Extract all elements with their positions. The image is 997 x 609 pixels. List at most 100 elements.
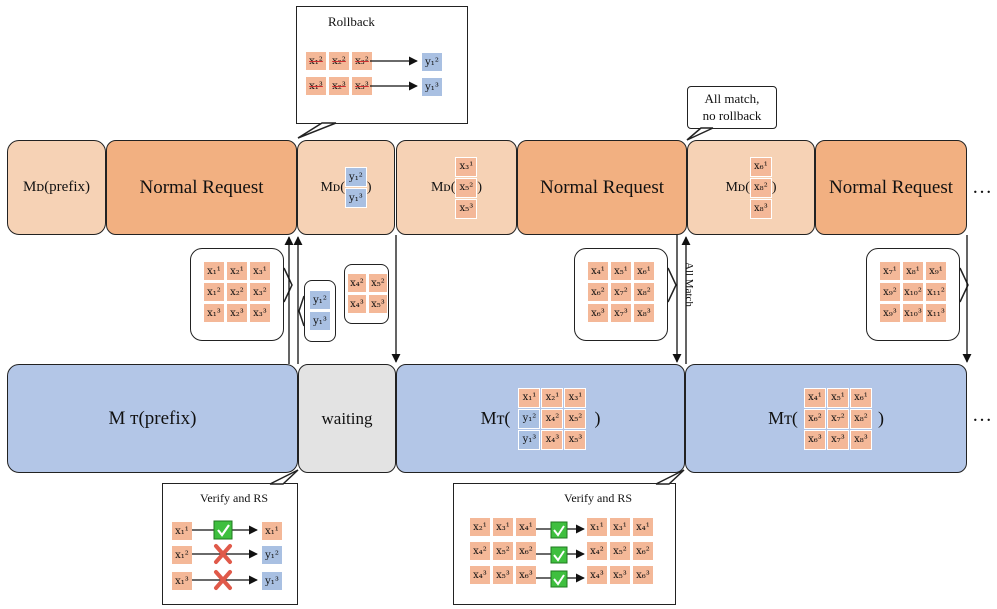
token: x₁³ bbox=[203, 303, 225, 323]
token: x₅¹ bbox=[826, 387, 849, 408]
target-mt-box-2: Mᴛ( x₄¹ x₅¹ x₆¹ x₆² x₇² x₈² x₆³ x₇³ x₈³ … bbox=[685, 364, 967, 473]
token: x₄² bbox=[469, 541, 491, 561]
target-prefix-label: M ᴛ(prefix) bbox=[108, 407, 197, 429]
token: x₅² bbox=[492, 541, 514, 561]
normal-request-box-3: Normal Request bbox=[815, 140, 967, 235]
normal-request-label: Normal Request bbox=[539, 176, 664, 198]
draft-ellipsis: … bbox=[972, 176, 993, 198]
token: y₁² bbox=[344, 167, 367, 187]
verify1-callout-tail bbox=[269, 469, 299, 485]
rollback-row-1: x₁² x₂² x₃² bbox=[305, 51, 373, 71]
token: x₁¹ bbox=[518, 387, 541, 408]
token: x₈² bbox=[849, 408, 872, 429]
token: x₃¹ bbox=[249, 261, 271, 281]
rollback-output-2: y₁³ bbox=[421, 77, 443, 97]
token: x₁₁³ bbox=[925, 303, 947, 323]
token: x₃¹ bbox=[609, 517, 631, 537]
rollback-callout-tail bbox=[297, 122, 337, 139]
draft-md-box-3: Mᴅ( x₆¹ x₈² x₈³ ) bbox=[687, 140, 815, 235]
rollback-row-2: x₁³ x₂³ x₃³ bbox=[305, 76, 373, 96]
bubble2-point bbox=[298, 295, 305, 327]
token: x₅² bbox=[564, 408, 587, 429]
token: y₁² bbox=[518, 408, 541, 429]
token: x₄³ bbox=[469, 565, 491, 585]
md-close: ) bbox=[366, 179, 372, 195]
token: x₄¹ bbox=[587, 261, 609, 281]
verify2-output-grid: x₁¹ x₃¹ x₄¹ x₄² x₅² x₆² x₄³ x₅³ x₆³ bbox=[586, 517, 654, 585]
token: x₁² bbox=[203, 282, 225, 302]
token: x₅² bbox=[455, 177, 478, 198]
draft-prefix-label: Mᴅ(prefix) bbox=[22, 179, 90, 195]
rollback-output-1: y₁² bbox=[421, 52, 443, 72]
token: x₉² bbox=[879, 282, 901, 302]
verify-input: x₁³ bbox=[171, 571, 193, 591]
token: x₈² bbox=[633, 282, 655, 302]
token: x₁₀² bbox=[902, 282, 924, 302]
token: x₄² bbox=[586, 541, 608, 561]
all-match-line2: no rollback bbox=[702, 108, 762, 123]
normal-request-label: Normal Request bbox=[139, 176, 264, 198]
token: x₅² bbox=[609, 541, 631, 561]
md1-token-stack: y₁² y₁³ bbox=[344, 167, 367, 208]
target-prefix-box: M ᴛ(prefix) bbox=[7, 364, 298, 473]
token: x₅³ bbox=[492, 565, 514, 585]
draft-prefix-box: Mᴅ(prefix) bbox=[7, 140, 106, 235]
all-match-line1: All match, bbox=[704, 91, 760, 106]
token: x₃¹ bbox=[564, 387, 587, 408]
target-mt-box-1: Mᴛ( x₁¹ x₂¹ x₃¹ y₁² x₄² x₅² y₁³ x₄³ x₅³ … bbox=[396, 364, 685, 473]
verify2-input-grid: x₂¹ x₃¹ x₄¹ x₄² x₅² x₆² x₄³ x₅³ x₆³ bbox=[469, 517, 537, 585]
mt1-token-grid: x₁¹ x₂¹ x₃¹ y₁² x₄² x₅² y₁³ x₄³ x₅³ bbox=[518, 387, 587, 450]
token-bubble-3: x₄² x₅² x₄³ x₅³ bbox=[344, 264, 389, 324]
token: x₂¹ bbox=[226, 261, 248, 281]
token: x₄³ bbox=[347, 294, 367, 314]
token: x₆³ bbox=[632, 565, 654, 585]
verify-input: x₁² bbox=[171, 545, 193, 565]
token: x₁₁² bbox=[925, 282, 947, 302]
struck-token: x₂³ bbox=[328, 76, 350, 96]
rollback-title: Rollback bbox=[328, 14, 375, 29]
md-prefix-label: Mᴅ( bbox=[430, 179, 456, 195]
verify-output: y₁³ bbox=[261, 571, 283, 591]
token: x₆³ bbox=[803, 429, 826, 450]
mt2-token-grid: x₄¹ x₅¹ x₆¹ x₆² x₇² x₈² x₆³ x₇³ x₈³ bbox=[803, 387, 872, 450]
md-prefix-label: Mᴅ( bbox=[320, 179, 345, 195]
token: x₅³ bbox=[455, 198, 478, 219]
token: y₁² bbox=[309, 290, 331, 310]
token: x₆² bbox=[632, 541, 654, 561]
bubble4-grid: x₄¹ x₅¹ x₆¹ x₆² x₇² x₈² x₆³ x₇³ x₈³ bbox=[587, 261, 655, 323]
token: x₈³ bbox=[849, 429, 872, 450]
token: x₈¹ bbox=[902, 261, 924, 281]
draft-md-box-1: Mᴅ( y₁² y₁³ ) bbox=[297, 140, 395, 235]
struck-token: x₃² bbox=[351, 51, 373, 71]
token: x₄¹ bbox=[515, 517, 537, 537]
token: x₆¹ bbox=[633, 261, 655, 281]
token: x₅¹ bbox=[610, 261, 632, 281]
token: x₇¹ bbox=[879, 261, 901, 281]
verify-input: x₁¹ bbox=[171, 521, 193, 541]
token: x₅³ bbox=[368, 294, 388, 314]
check-icon bbox=[550, 521, 568, 539]
mt-close: ) bbox=[877, 408, 884, 428]
verify-output: y₁² bbox=[261, 545, 283, 565]
all-match-callout: All match, no rollback bbox=[687, 86, 777, 129]
token: x₉¹ bbox=[925, 261, 947, 281]
cross-icon bbox=[214, 544, 232, 564]
token: y₁³ bbox=[344, 188, 367, 208]
token: x₂³ bbox=[226, 303, 248, 323]
token: x₇³ bbox=[610, 303, 632, 323]
token: x₆² bbox=[587, 282, 609, 302]
token: x₆¹ bbox=[749, 156, 772, 177]
bubble1-grid: x₁¹ x₂¹ x₃¹ x₁² x₂² x₃² x₁³ x₂³ x₃³ bbox=[203, 261, 271, 323]
bubble5-grid: x₇¹ x₈¹ x₉¹ x₉² x₁₀² x₁₁² x₉³ x₁₀³ x₁₁³ bbox=[879, 261, 947, 323]
token: x₁₀³ bbox=[902, 303, 924, 323]
token: x₂¹ bbox=[541, 387, 564, 408]
token: x₂² bbox=[226, 282, 248, 302]
verify-callout-1: Verify and RS x₁¹ x₁² x₁³ x₁¹ y₁² y₁³ bbox=[162, 483, 298, 605]
token: x₅² bbox=[368, 273, 388, 293]
cross-icon bbox=[214, 570, 232, 590]
mt-prefix-label: Mᴛ( bbox=[480, 408, 511, 428]
verify-output: x₁¹ bbox=[261, 521, 283, 541]
bubble1-point bbox=[283, 267, 293, 303]
token: x₃³ bbox=[249, 303, 271, 323]
mt-close: ) bbox=[594, 408, 601, 428]
